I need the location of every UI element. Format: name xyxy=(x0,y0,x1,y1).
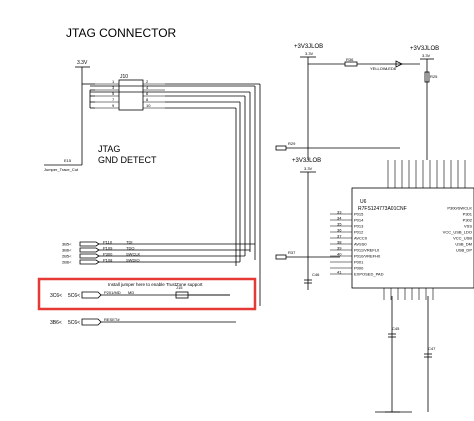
reset-net: RESET# xyxy=(104,317,120,322)
chip-pin-number: 33 xyxy=(337,210,342,215)
chip-pin-number: 41 xyxy=(337,270,342,275)
power-mid-label: +3V3JLOB xyxy=(292,158,321,164)
chip-ref: U6 xyxy=(360,199,367,205)
chip-pin-number: 40 xyxy=(337,252,342,257)
detect-label-line1: JTAG xyxy=(98,144,120,154)
res-r29: R29 xyxy=(288,141,296,146)
chip-pin-number: 35 xyxy=(337,222,342,227)
svg-text:9: 9 xyxy=(112,103,115,108)
chip-pin-number: 36 xyxy=(337,228,342,233)
power-center-label: +3V3JLOB xyxy=(294,44,323,50)
left-signal-ref: 3B6< xyxy=(62,248,72,253)
reset-ref-right: 5C6< xyxy=(68,320,80,326)
left-signal-pin: P109 xyxy=(103,246,113,251)
svg-text:1: 1 xyxy=(112,79,115,84)
left-signal-ref: 2B5< xyxy=(62,254,72,259)
power-left-label: 3.3V xyxy=(77,60,88,66)
chip-pin-number: 37 xyxy=(337,234,342,239)
power-center-sub: 3.3V xyxy=(305,51,314,56)
page-title: JTAG CONNECTOR xyxy=(66,26,177,40)
chip-pin-name: P300/SWCLK xyxy=(447,206,472,211)
left-signal-pin: P108 xyxy=(103,258,113,263)
svg-text:3: 3 xyxy=(112,85,115,90)
left-signal-pin: P110 xyxy=(103,240,113,245)
chip-pin-number: 34 xyxy=(337,216,342,221)
chip-part: R7FS124773A01CNF xyxy=(358,206,407,212)
net-port xyxy=(79,253,100,259)
led-res-ref: R36 xyxy=(346,57,354,62)
detect-label-line2: GND DETECT xyxy=(98,155,157,165)
j10-ref: J10 xyxy=(120,74,128,80)
chip-pin-name: EXPOSED_PAD xyxy=(354,272,384,277)
jumper-ref-left: 3C6< xyxy=(50,293,62,299)
chip-pin-name: P013 xyxy=(354,224,364,229)
left-signal-net: TDI xyxy=(126,240,132,245)
jtag-connector-j10: J10 1 3 5 7 9 2 4 6 8 10 xyxy=(82,74,165,111)
chip-pin-name: P012 xyxy=(354,230,364,235)
chip-pin-name: P302 xyxy=(463,218,473,223)
cap-c46: C46 xyxy=(312,272,320,277)
chip-pin-name: AVCC0 xyxy=(354,236,368,241)
chip-pin-name: P000 xyxy=(354,266,364,271)
net-port xyxy=(79,259,100,265)
svg-text:2: 2 xyxy=(146,79,149,84)
power-right-label: +3V3JLOB xyxy=(410,46,439,52)
chip-pin-number: 39 xyxy=(337,246,342,251)
led-color: YELLOW xyxy=(370,66,387,71)
cap-c45: C45 xyxy=(392,326,400,331)
jumper-trace-label: Jumper_Trace_Cut xyxy=(44,167,79,172)
chip-pin-name: P015 xyxy=(354,212,364,217)
net-port xyxy=(79,247,100,253)
chip-pin-name: VCC_USB xyxy=(453,236,472,241)
left-signal-net: SWDIO xyxy=(126,258,140,263)
mcu-chip-u6: U6 R7FS124773A01CNF 33 P015 34 P014 35 P013 36… xyxy=(330,160,474,300)
chip-pin-name: P010/VREFH0 xyxy=(354,254,381,259)
left-signal-ref: 3B5< xyxy=(62,242,72,247)
left-signal-net: SWCLK xyxy=(126,252,141,257)
chip-pin-name: P014 xyxy=(354,218,364,223)
svg-text:10: 10 xyxy=(146,103,151,108)
reset-ref-left: 3B6< xyxy=(50,320,62,326)
power-mid-sub: 3.3V xyxy=(304,166,313,171)
reset-signal: 3B6< 5C6< RESET# xyxy=(50,317,236,326)
left-signal-pin: P300 xyxy=(103,252,113,257)
led-res-r25: R25 xyxy=(430,74,438,79)
net-port xyxy=(79,241,100,247)
led-name: LED6 xyxy=(386,66,397,71)
chip-pin-number: 38 xyxy=(337,240,342,245)
svg-text:7: 7 xyxy=(112,97,115,102)
cap-c47: C47 xyxy=(428,346,436,351)
chip-pin-name: P301 xyxy=(463,212,473,217)
left-signal-ref: 2B6< xyxy=(62,260,72,265)
chip-pin-name: P001 xyxy=(354,260,364,265)
chip-pin-name: P011/VREFL0 xyxy=(354,248,380,253)
left-signal-list: 3B5< P110 TDI 3B6< P109 TDO 2B5< P300 SWCLK 2B6< P… xyxy=(62,240,255,265)
chip-pin-name: USB_DP xyxy=(456,248,472,253)
res-r37: R37 xyxy=(288,250,296,255)
svg-text:5: 5 xyxy=(112,91,115,96)
chip-pin-name: USB_DM xyxy=(455,242,472,247)
chip-pin-name: VSS xyxy=(464,224,472,229)
power-right-sub: 3.3V xyxy=(422,53,431,58)
chip-pin-name: VCC_USB_LDO xyxy=(443,230,472,235)
jumper-note: Install jumper here to enable TrustZone … xyxy=(108,282,203,287)
svg-text:6: 6 xyxy=(146,91,149,96)
jumper-ref: J15 xyxy=(176,285,183,290)
jumper-ref-right: 5C6< xyxy=(68,293,80,299)
left-signal-net: TDO xyxy=(126,246,134,251)
chip-pin-name: AVSS0 xyxy=(354,242,367,247)
jumper-net: MD xyxy=(128,290,134,295)
trustzone-jumper-box: Install jumper here to enable TrustZone … xyxy=(37,277,257,311)
svg-text:4: 4 xyxy=(146,85,149,90)
jumper-trace-ref: E15 xyxy=(64,158,72,163)
svg-text:8: 8 xyxy=(146,97,149,102)
jumper-pin: P201/MD xyxy=(104,290,121,295)
